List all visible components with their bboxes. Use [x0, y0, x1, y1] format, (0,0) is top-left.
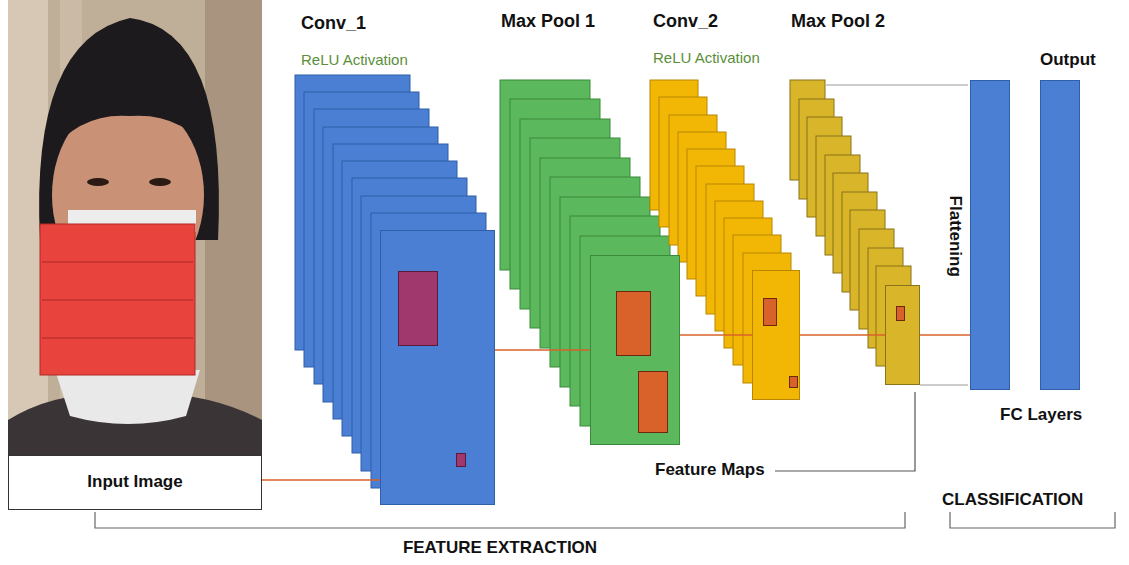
frame-line — [826, 84, 968, 86]
layer-connector — [262, 479, 380, 481]
activation-label: ReLU Activation — [301, 51, 408, 69]
receptive-field — [896, 306, 905, 321]
input-label: Input Image — [87, 472, 182, 492]
pool-feature-map: Max Pool 1 — [590, 255, 680, 445]
layer-connector — [800, 334, 885, 336]
layer-heading: Max Pool 2 — [791, 11, 885, 33]
section-label: FEATURE EXTRACTION — [300, 538, 700, 558]
layer-connector — [680, 334, 752, 336]
feature-maps-leader — [775, 392, 915, 471]
receptive-field — [763, 298, 777, 326]
receptive-field — [789, 376, 798, 388]
layer-heading: Max Pool 1 — [501, 11, 595, 33]
flattening-label: Flattening — [945, 181, 965, 291]
receptive-field — [638, 371, 668, 433]
input-image-box: Input Image — [8, 455, 262, 510]
fc-heading: FC Layers — [1000, 405, 1082, 425]
receptive-field — [456, 453, 466, 467]
conv-feature-map: Conv_1ReLU Activation — [380, 230, 495, 505]
layer-heading: Conv_2 — [653, 11, 718, 33]
input-photo — [8, 0, 262, 455]
output-label: Output — [1040, 50, 1096, 70]
layer-heading: Conv_1 — [301, 13, 366, 35]
fc-layer-bar — [970, 80, 1010, 390]
receptive-field — [616, 291, 651, 356]
activation-label: ReLU Activation — [653, 49, 760, 67]
pool-feature-map: Max Pool 2 — [885, 285, 920, 385]
extraction-bracket — [95, 512, 905, 528]
conv-feature-map: Conv_2ReLU Activation — [752, 270, 800, 400]
classification-bracket — [950, 512, 1115, 528]
section-label: CLASSIFICATION — [942, 490, 1083, 510]
receptive-field — [398, 271, 438, 346]
feature-maps-label: Feature Maps — [655, 460, 765, 480]
fc-layer-bar — [1040, 80, 1080, 390]
layer-connector — [920, 334, 970, 336]
layer-connector — [495, 349, 590, 351]
fc-layers: FC Layers — [970, 80, 1080, 390]
frame-line — [920, 384, 968, 386]
